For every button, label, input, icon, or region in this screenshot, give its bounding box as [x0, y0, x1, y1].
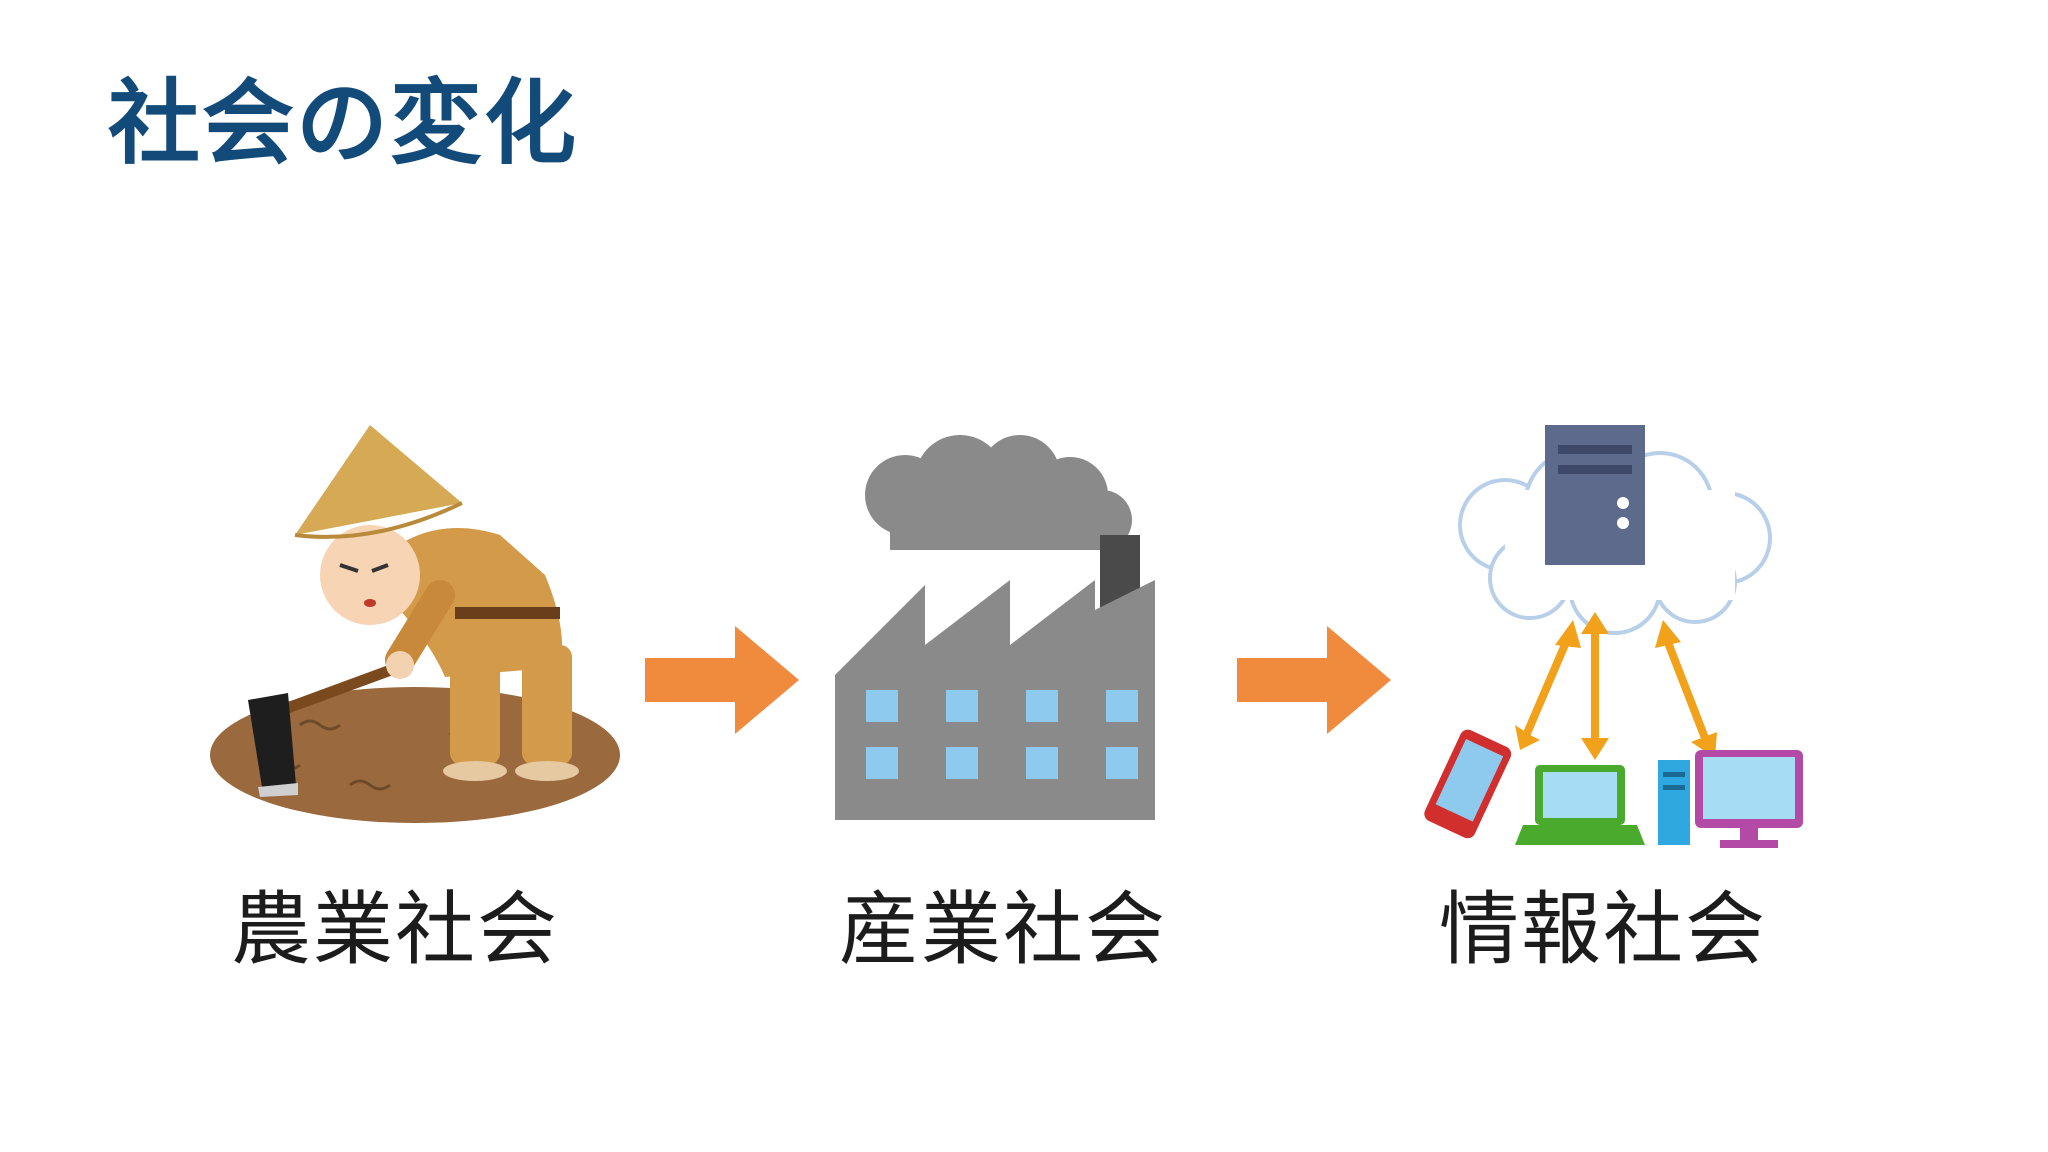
farmer-icon	[210, 425, 620, 823]
slide-title: 社会の変化	[108, 70, 579, 177]
arrow-right-icon	[1237, 626, 1391, 734]
factory-icon	[835, 435, 1155, 820]
stage-label-agricultural: 農業社会	[231, 883, 559, 976]
cloud-network-icon	[1424, 425, 1803, 848]
arrow-right-icon	[645, 626, 799, 734]
stage-label-information: 情報社会	[1439, 883, 1767, 976]
stage-label-industrial: 産業社会	[839, 883, 1167, 976]
